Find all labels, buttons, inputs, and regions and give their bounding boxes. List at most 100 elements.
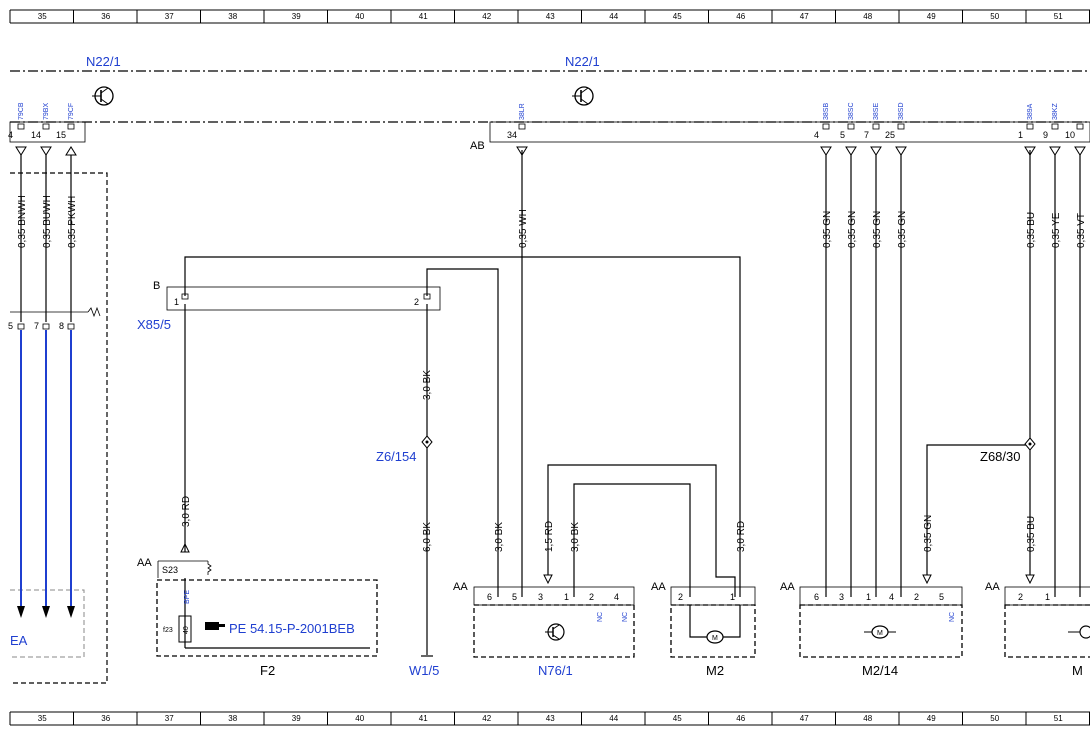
ruler-cell: 39 — [292, 714, 301, 723]
signal-arrow-icon — [516, 146, 528, 156]
pin-marker — [67, 123, 75, 130]
wire-label: 0,35 GN — [872, 211, 883, 248]
ruler-cell: 40 — [355, 12, 364, 21]
ruler-cell: 45 — [673, 714, 682, 723]
pin-marker — [1051, 123, 1059, 130]
transistor-icon — [92, 86, 114, 106]
top-pin-number: 9 — [1043, 130, 1048, 140]
f2-fuse-value: 40 — [183, 626, 190, 634]
left-pin-8: 8 — [59, 321, 64, 331]
ruler-cell: 51 — [1054, 12, 1063, 21]
pointing-hand-icon — [205, 622, 225, 630]
pin-label: 4 — [889, 592, 894, 602]
ruler-cell: 35 — [38, 12, 47, 21]
signal-arrow-icon — [1074, 146, 1086, 156]
ruler-cell: 49 — [927, 12, 936, 21]
pin-marker — [42, 323, 50, 330]
m-right-label: M — [1072, 663, 1083, 678]
signal-arrow-icon — [65, 146, 77, 156]
top-pin-number: 25 — [885, 130, 895, 140]
m2-aa-label: AA — [651, 581, 666, 593]
f2-component: AA S23 BPE 40 f23 F2 — [137, 542, 378, 678]
m2-14-component: AA 6 3 1 4 2 5 NC M M2/14 — [780, 574, 963, 678]
wire-label: 0,35 BUWH — [42, 195, 53, 248]
ruler-cell: 38 — [228, 12, 237, 21]
ruler-cell: 48 — [863, 714, 872, 723]
ruler-cell: 36 — [101, 714, 110, 723]
pin-code: 79BX — [43, 103, 50, 120]
top-ruler: 353637383940414243444546474849505152 — [9, 9, 1090, 24]
nc-label: NC — [622, 612, 629, 622]
pin-label: 1 — [866, 592, 871, 602]
ruler-cell: 42 — [482, 714, 491, 723]
wire-label: 0,35 GN — [847, 211, 858, 248]
nc-label: NC — [597, 612, 604, 622]
pin-label: 2 — [589, 592, 594, 602]
left-pin-7: 7 — [34, 321, 39, 331]
wire-label: 0,35 GN — [897, 211, 908, 248]
x85-b-label: B — [153, 280, 160, 292]
ruler-cell: 43 — [546, 714, 555, 723]
reference-link[interactable]: PE 54.15-P-2001BEB — [205, 621, 355, 636]
top-pin-number: 4 — [8, 130, 13, 140]
signal-arrow-icon — [820, 146, 832, 156]
m2-label: M2 — [706, 663, 724, 678]
reference-text[interactable]: PE 54.15-P-2001BEB — [229, 621, 355, 636]
wire-label: 0,35 PKWH — [67, 196, 78, 248]
signal-arrow-icon — [40, 146, 52, 156]
pin-marker — [17, 323, 25, 330]
signal-arrow-icon — [870, 146, 882, 156]
wire-label: 0,35 BU — [1026, 212, 1037, 248]
n76-1-component: AA 6 5 3 1 2 4 NC NC N76/1 — [453, 574, 635, 678]
wire-label-n76-bk: 3,0 BK — [494, 522, 505, 552]
m2-14-label: M2/14 — [862, 663, 898, 678]
wire-label: 0,35 GN — [822, 211, 833, 248]
signal-lines — [17, 330, 75, 618]
pin-marker — [42, 123, 50, 130]
wire-label-6bk: 6,0 BK — [422, 522, 433, 552]
pin-marker — [1026, 123, 1034, 130]
pin-label: 5 — [939, 592, 944, 602]
pin-label: 6 — [487, 592, 492, 602]
ruler-cell: 42 — [482, 12, 491, 21]
ea-label: EA — [10, 633, 28, 648]
nc-label: NC — [949, 612, 956, 622]
connector-strip-left — [9, 121, 86, 143]
pin-label: 1 — [564, 592, 569, 602]
top-pin-number: 10 — [1065, 130, 1075, 140]
m2-component: AA 2 1 M M2 — [651, 581, 756, 678]
f2-fuse-label: f23 — [163, 627, 173, 634]
wire-label-m2-14-gn: 0,35 GN — [923, 515, 934, 552]
pin-label: 2 — [678, 592, 683, 602]
ruler-cell: 35 — [38, 714, 47, 723]
top-pin-number: 7 — [864, 130, 869, 140]
pin-label: 4 — [614, 592, 619, 602]
pin-marker — [67, 323, 75, 330]
m2-14-aa-label: AA — [780, 581, 795, 593]
pin-code: 38SE — [873, 103, 880, 120]
n76-aa-label: AA — [453, 581, 468, 593]
w1-5-label: W1/5 — [409, 663, 439, 678]
wire-label: 0,35 BNWH — [17, 195, 28, 248]
ruler-cell: 41 — [419, 12, 428, 21]
shield-icon — [87, 306, 101, 318]
ruler-cell: 38 — [228, 714, 237, 723]
wire-label-n76-rd: 1,5 RD — [544, 521, 555, 552]
ruler-cell: 36 — [101, 12, 110, 21]
m-right-aa-label: AA — [985, 581, 1000, 593]
f2-code: BPE — [184, 590, 191, 604]
pin-marker — [822, 123, 830, 130]
z6-154-label: Z6/154 — [376, 449, 416, 464]
m-right-component: AA 2 1 M — [985, 574, 1090, 678]
f2-aa-label: AA — [137, 557, 152, 569]
wire-label-x85-bk: 3,0 BK — [422, 370, 433, 400]
wire-label-n76-bk2: 3,0 BK — [570, 522, 581, 552]
pin-label: 3 — [839, 592, 844, 602]
x85-5-label: X85/5 — [137, 317, 171, 332]
pin-marker — [1076, 123, 1084, 130]
pin-marker — [17, 123, 25, 130]
pin-code: 38SC — [848, 102, 855, 120]
pin-label: 1 — [1045, 592, 1050, 602]
pin-code: 38LR — [519, 103, 526, 120]
